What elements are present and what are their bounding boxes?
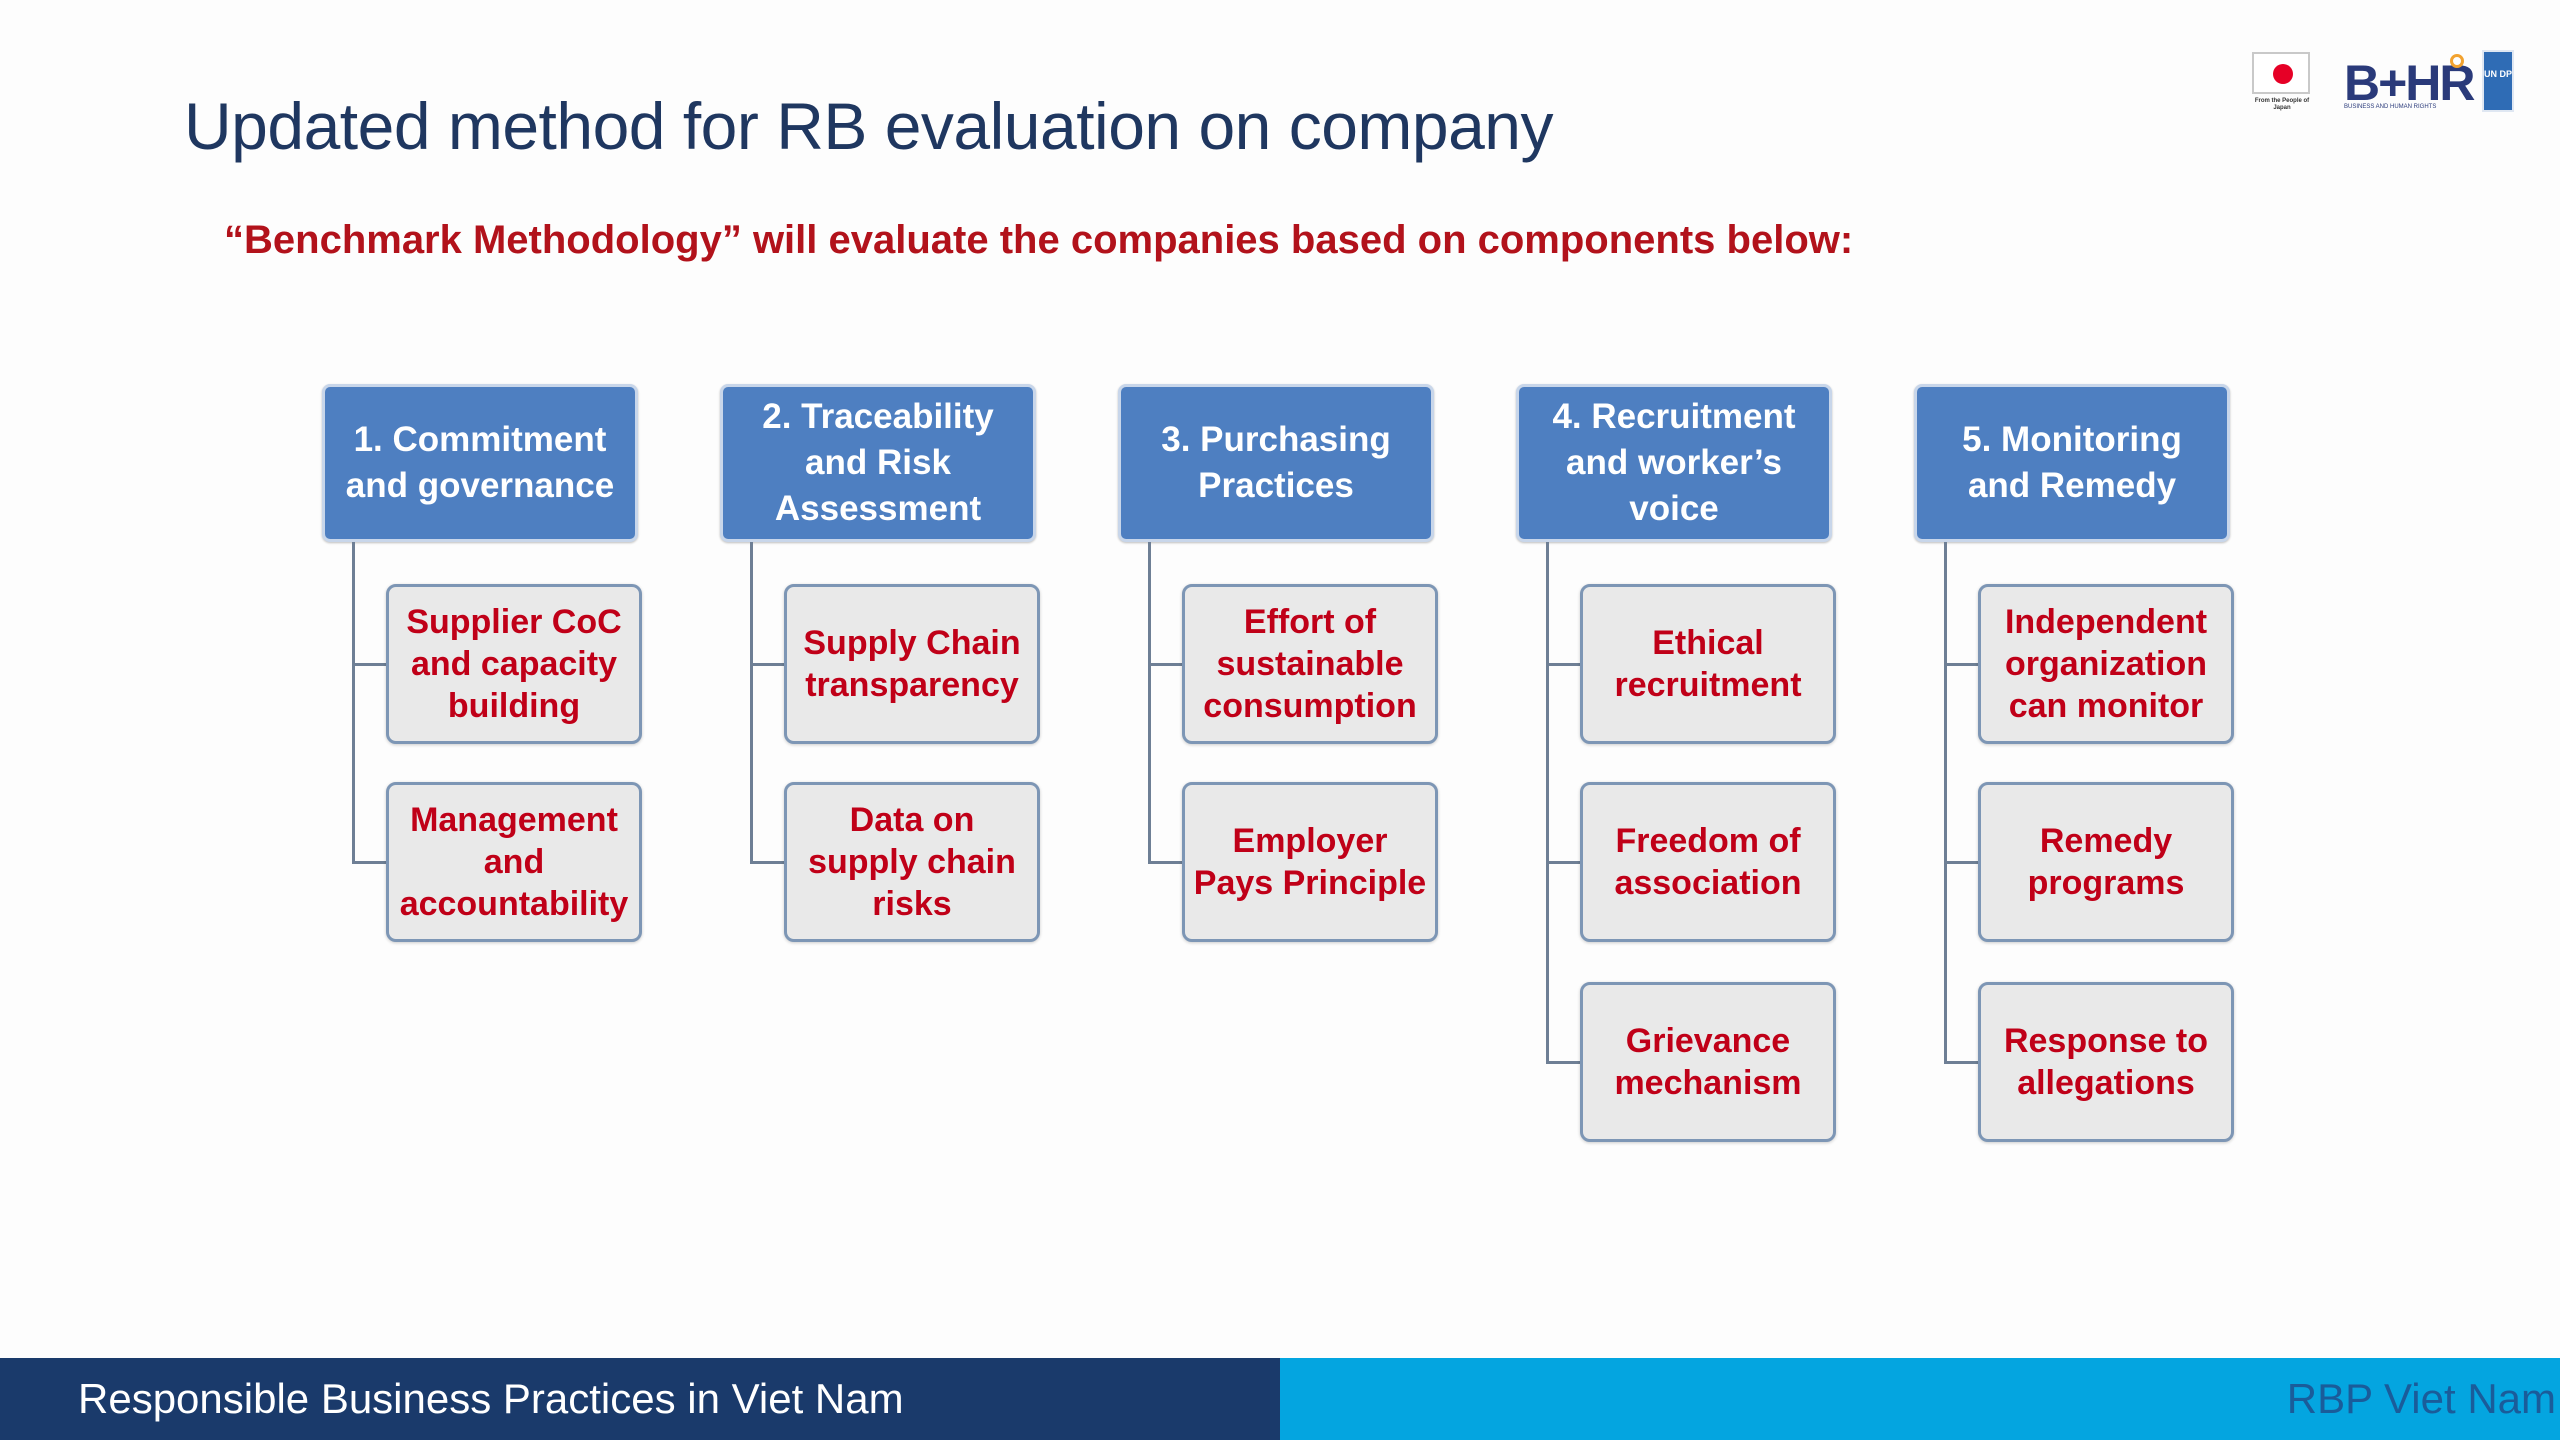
component-header-2: 2. Traceability and Risk Assessment: [720, 384, 1036, 542]
connector-horizontal: [750, 861, 784, 864]
japan-logo: From the People of Japan: [2246, 50, 2318, 116]
connector-horizontal: [1944, 663, 1978, 666]
component-5-item-2: Remedy programs: [1978, 782, 2234, 942]
japan-logo-caption: From the People of Japan: [2254, 98, 2310, 111]
bhr-ring-icon: [2450, 54, 2464, 68]
japan-flag-icon: [2252, 52, 2310, 94]
component-3-item-2: Employer Pays Principle: [1182, 782, 1438, 942]
connector-horizontal: [1944, 861, 1978, 864]
footer-right-text: RBP Viet Nam: [1280, 1358, 2560, 1440]
page-subtitle: “Benchmark Methodology” will evaluate th…: [224, 218, 1854, 262]
connector-horizontal: [1546, 663, 1580, 666]
connector-vertical: [750, 542, 753, 864]
component-header-4: 4. Recruitment and worker’s voice: [1516, 384, 1832, 542]
component-2-item-1: Supply Chain transparency: [784, 584, 1040, 744]
component-header-3: 3. Purchasing Practices: [1118, 384, 1434, 542]
connector-vertical: [1148, 542, 1151, 864]
component-5-item-3: Response to allegations: [1978, 982, 2234, 1142]
connector-vertical: [1546, 542, 1549, 1064]
component-4-item-3: Grievance mechanism: [1580, 982, 1836, 1142]
bhr-logo-caption: BUSINESS AND HUMAN RIGHTS: [2344, 104, 2437, 110]
footer-bar: Responsible Business Practices in Viet N…: [0, 1358, 2560, 1440]
undp-logo: UN DP: [2482, 50, 2514, 112]
connector-horizontal: [750, 663, 784, 666]
component-header-5: 5. Monitoring and Remedy: [1914, 384, 2230, 542]
component-3-item-1: Effort of sustainable consumption: [1182, 584, 1438, 744]
connector-vertical: [352, 542, 355, 864]
connector-horizontal: [1148, 861, 1182, 864]
connector-horizontal: [1546, 1061, 1580, 1064]
component-5-item-1: Independent organization can monitor: [1978, 584, 2234, 744]
footer-left-text: Responsible Business Practices in Viet N…: [0, 1358, 1280, 1440]
component-4-item-2: Freedom of association: [1580, 782, 1836, 942]
connector-horizontal: [1148, 663, 1182, 666]
connector-vertical: [1944, 542, 1947, 1064]
connector-horizontal: [1944, 1061, 1978, 1064]
component-header-1: 1. Commitment and governance: [322, 384, 638, 542]
connector-horizontal: [1546, 861, 1580, 864]
connector-horizontal: [352, 861, 386, 864]
bhr-logo: B+HR BUSINESS AND HUMAN RIGHTS: [2344, 54, 2476, 116]
component-4-item-1: Ethical recruitment: [1580, 584, 1836, 744]
page-title: Updated method for RB evaluation on comp…: [184, 89, 1554, 163]
connector-horizontal: [352, 663, 386, 666]
component-1-item-2: Management and accountability: [386, 782, 642, 942]
component-1-item-1: Supplier CoC and capacity building: [386, 584, 642, 744]
component-2-item-2: Data on supply chain risks: [784, 782, 1040, 942]
